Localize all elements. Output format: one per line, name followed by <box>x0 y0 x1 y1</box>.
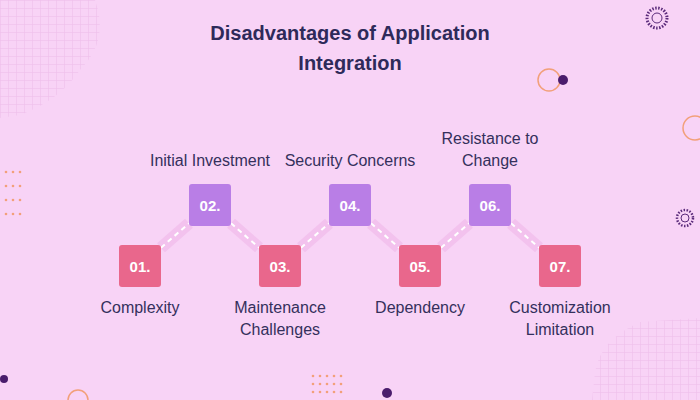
dot <box>340 383 343 386</box>
dot <box>0 375 8 383</box>
connector-dash <box>371 223 399 247</box>
dot <box>326 391 329 394</box>
step-box: 02.Initial Investment <box>189 184 231 226</box>
step-number: 04. <box>340 197 361 214</box>
dot <box>319 383 322 386</box>
connector-band <box>371 223 399 247</box>
step-caption: Resistance to Change <box>423 128 557 172</box>
step-caption: Maintenance Challenges <box>213 297 347 341</box>
dot <box>340 391 343 394</box>
dot <box>12 185 15 188</box>
dot <box>312 383 315 386</box>
connector-dash <box>301 223 329 247</box>
connector-band <box>301 223 329 247</box>
burst <box>681 214 689 222</box>
dot <box>12 199 15 202</box>
connector-band <box>231 223 259 247</box>
burst <box>652 13 662 23</box>
dot <box>5 185 8 188</box>
connector-band <box>441 223 469 247</box>
zigzag-connector <box>231 223 259 247</box>
dot-grid <box>5 171 22 216</box>
zigzag-connector <box>511 223 539 247</box>
ring <box>683 116 700 140</box>
connector-dash <box>441 223 469 247</box>
ring <box>68 390 88 400</box>
dot <box>333 375 336 378</box>
burst <box>677 210 693 226</box>
step-caption: Complexity <box>73 297 207 319</box>
dot <box>12 171 15 174</box>
zigzag-connector <box>441 223 469 247</box>
step-number: 02. <box>200 197 221 214</box>
connector-dash <box>231 223 259 247</box>
dot <box>326 383 329 386</box>
step-number: 05. <box>410 258 431 275</box>
dot <box>19 199 22 202</box>
dot <box>333 383 336 386</box>
dot <box>12 213 15 216</box>
diagram-title: Disadvantages of Application Integration <box>210 18 490 78</box>
burst <box>647 8 667 28</box>
dot <box>5 171 8 174</box>
dot <box>326 375 329 378</box>
dot <box>319 375 322 378</box>
dot <box>340 375 343 378</box>
dot <box>333 391 336 394</box>
step-box: 04.Security Concerns <box>329 184 371 226</box>
connector-dash <box>511 223 539 247</box>
grid-patch <box>592 318 700 400</box>
dot <box>5 213 8 216</box>
dot <box>382 388 392 398</box>
zigzag-connector <box>161 223 189 247</box>
connector-band <box>511 223 539 247</box>
step-box: 06.Resistance to Change <box>469 184 511 226</box>
grid-patch <box>0 0 100 118</box>
dot <box>312 391 315 394</box>
dot <box>19 171 22 174</box>
dot <box>312 375 315 378</box>
connector-dash <box>161 223 189 247</box>
dot <box>19 185 22 188</box>
ring <box>538 69 560 91</box>
step-caption: Security Concerns <box>283 150 417 172</box>
step-caption: Customization Limitation <box>493 297 627 341</box>
dot <box>5 199 8 202</box>
zigzag-connector <box>301 223 329 247</box>
connector-band <box>161 223 189 247</box>
dot <box>19 213 22 216</box>
step-caption: Dependency <box>353 297 487 319</box>
step-number: 07. <box>550 258 571 275</box>
step-caption: Initial Investment <box>143 150 277 172</box>
step-number: 03. <box>270 258 291 275</box>
step-box: 07.Customization Limitation <box>539 245 581 287</box>
step-number: 01. <box>130 258 151 275</box>
step-box: 03.Maintenance Challenges <box>259 245 301 287</box>
step-box: 05.Dependency <box>399 245 441 287</box>
step-number: 06. <box>480 197 501 214</box>
dot-grid <box>312 375 343 394</box>
dot <box>319 391 322 394</box>
zigzag-connector <box>371 223 399 247</box>
step-box: 01.Complexity <box>119 245 161 287</box>
dot <box>558 75 568 85</box>
